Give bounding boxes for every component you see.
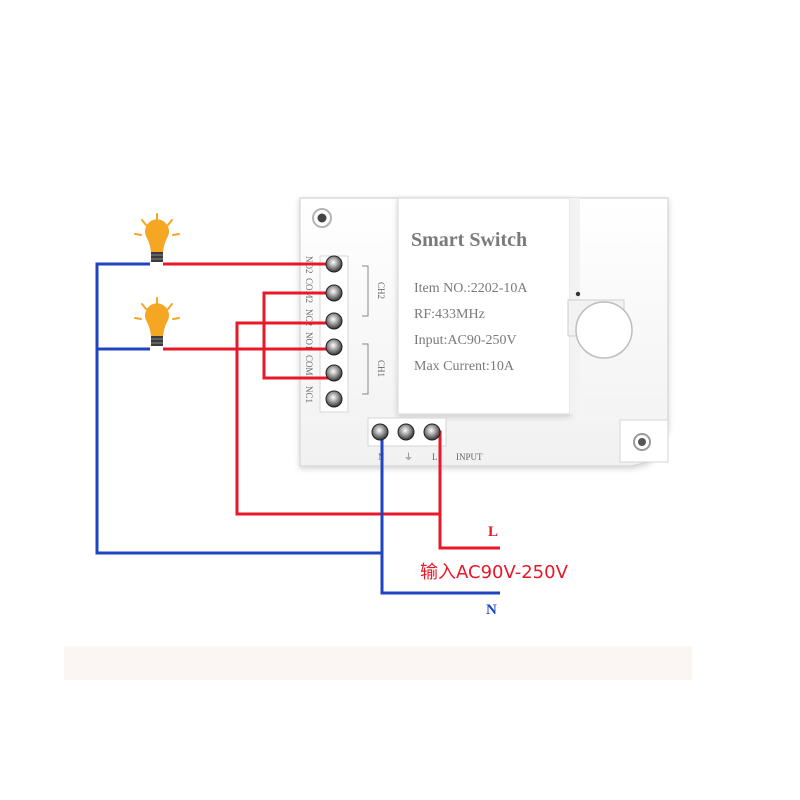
supply-neutral-label: N (486, 602, 497, 618)
terminal-label-no1: NO1 (304, 332, 314, 350)
neutral-wire-lamp1 (95, 262, 382, 555)
spec-item-no: Item NO.:2202-10A (414, 281, 528, 296)
light-bulb-icon (134, 213, 180, 262)
neutral-wire-supply (380, 432, 500, 595)
mounting-hole-center (638, 438, 646, 446)
screw-terminal-icon (325, 284, 343, 302)
output-terminal-block (319, 255, 349, 413)
screw-terminal-icon (325, 255, 343, 273)
spec-input: Input:AC90-250V (414, 333, 517, 348)
live-wire-com-feed (235, 321, 440, 516)
output-screws (325, 255, 343, 408)
ch1-bracket (362, 343, 369, 395)
screw-terminal-icon (325, 338, 343, 356)
screw-terminal-icon (325, 364, 343, 382)
screw-terminal-icon (325, 312, 343, 330)
terminal-label-nc1: NC1 (304, 386, 314, 403)
supply-voltage-label: 输入AC90V-250V (420, 562, 569, 583)
input-label-l: L (432, 452, 438, 462)
light-bulb-icon (134, 297, 180, 346)
screw-terminal-icon (325, 390, 343, 408)
channel-label-ch2: CH2 (376, 282, 386, 299)
device-title: Smart Switch (411, 229, 527, 251)
label-cover (397, 197, 571, 415)
learn-button-icon (567, 291, 633, 359)
input-screws (371, 423, 441, 441)
screw-terminal-icon (423, 423, 441, 441)
screw-terminal-icon (397, 423, 415, 441)
mounting-hole-center (317, 213, 327, 223)
live-wire-com-bridge (262, 291, 333, 380)
spec-rf: RF:433MHz (414, 307, 485, 322)
terminal-label-nc2: NC2 (304, 309, 314, 326)
channel-label-ch1: CH1 (376, 360, 386, 377)
smart-switch-device: Smart Switch Item NO.:2202-10A RF:433MHz… (299, 197, 669, 467)
bottom-band (64, 646, 692, 680)
screw-terminal-icon (371, 423, 389, 441)
input-label-ground: ⏚ (404, 452, 413, 463)
supply-live-label: L (488, 524, 498, 540)
input-label: INPUT (456, 452, 483, 462)
ch2-bracket (362, 265, 369, 317)
terminal-label-com2: COM2 (304, 278, 314, 303)
terminal-label-com1: COM1 (304, 355, 314, 380)
spec-max-current: Max Current:10A (414, 359, 515, 374)
